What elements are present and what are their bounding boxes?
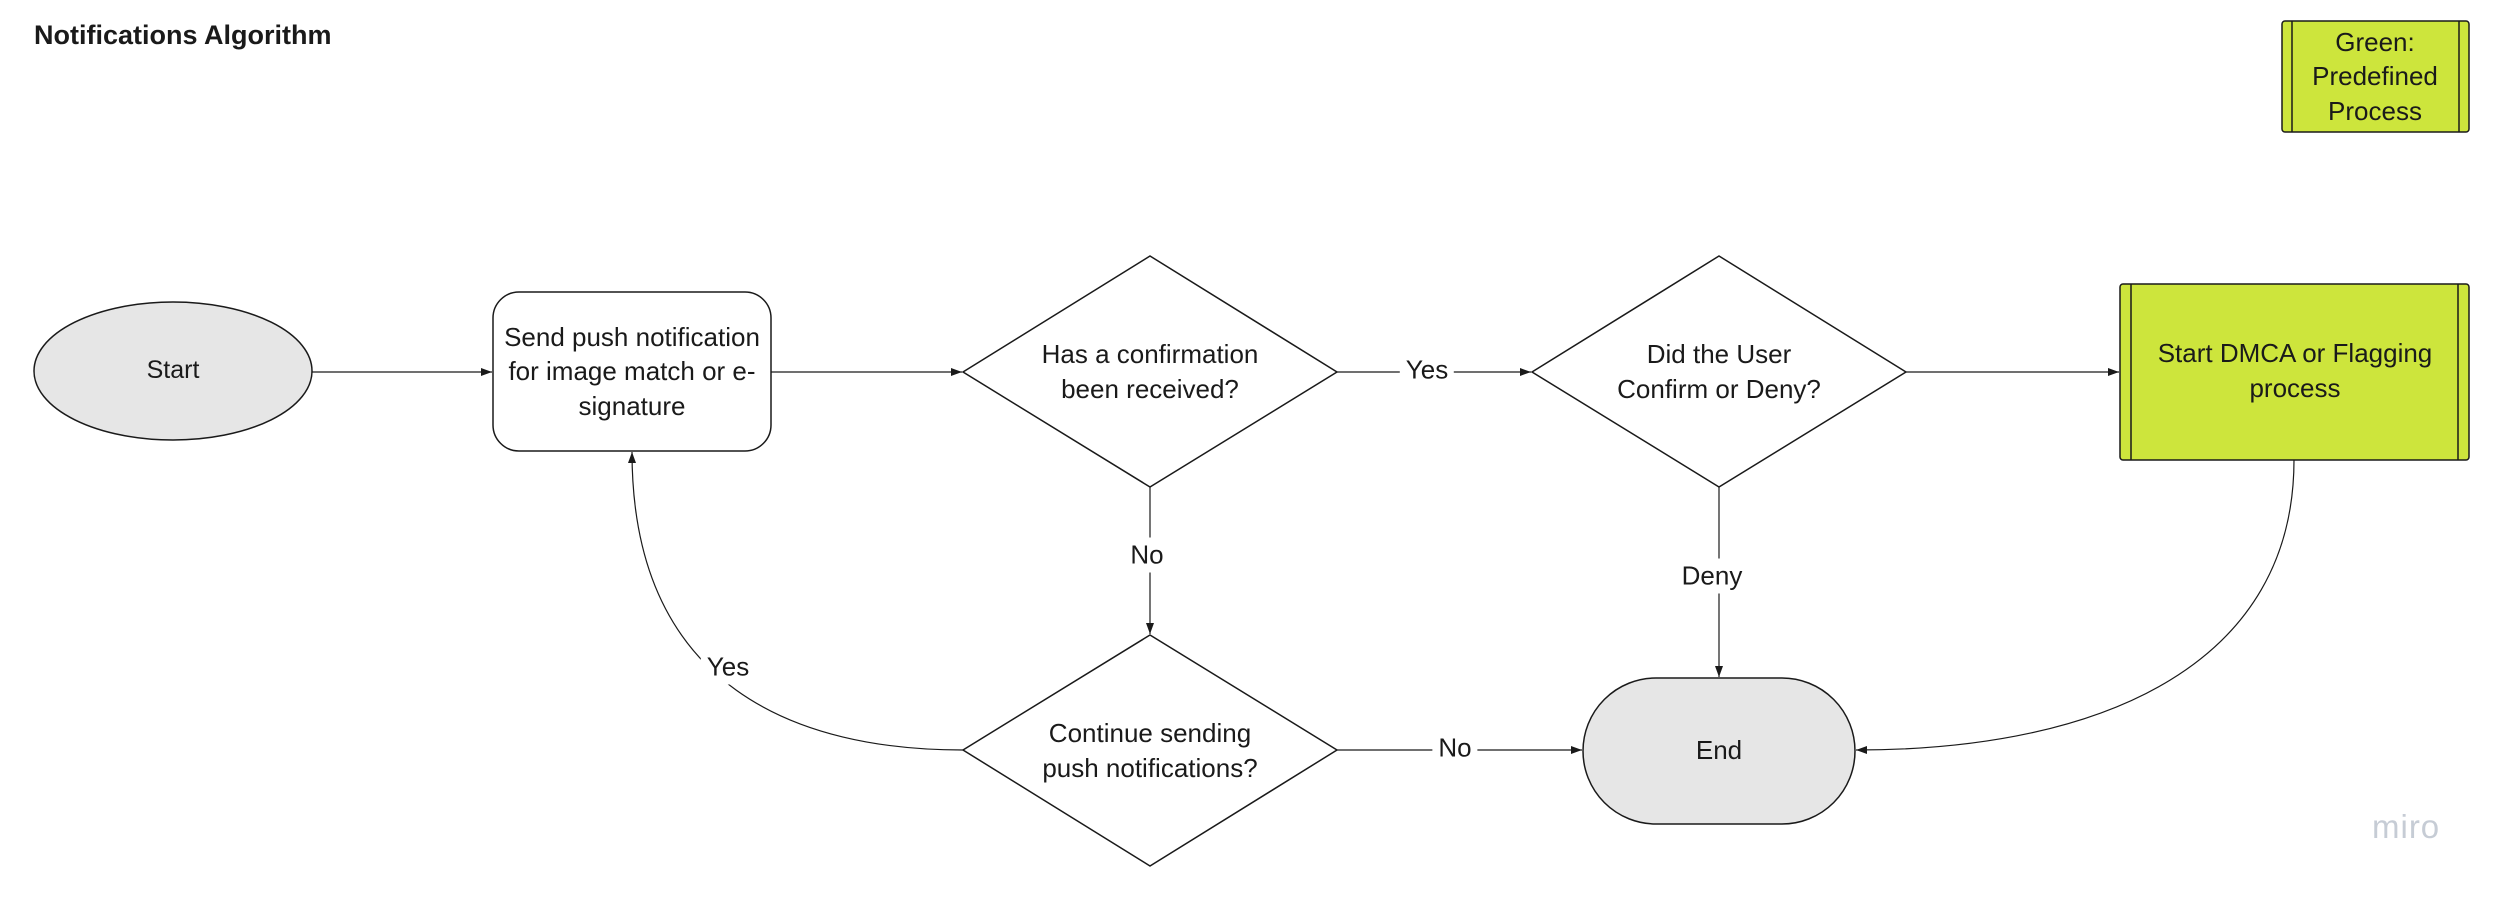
edge-label-continue-yes: Yes bbox=[700, 649, 756, 685]
user-confirm-label: Did the User Confirm or Deny? bbox=[1617, 339, 1821, 404]
edge-label-confirm-no: No bbox=[1124, 537, 1170, 573]
end-label: End bbox=[1695, 734, 1743, 765]
diagram-title: Notifications Algorithm bbox=[34, 20, 332, 50]
edge-continue-yes bbox=[628, 451, 964, 751]
edge-label-deny: Deny bbox=[1675, 558, 1749, 594]
miro-watermark: miro bbox=[2372, 808, 2441, 845]
edge-label-confirm-yes: Yes bbox=[1399, 352, 1455, 388]
start-label: Start bbox=[146, 356, 200, 385]
edge-label-continue-no: No bbox=[1432, 730, 1478, 766]
dmca-label: Start DMCA or Flagging process bbox=[2157, 338, 2433, 403]
end-terminal bbox=[1582, 677, 1856, 825]
legend-label: Green: Predefined Process bbox=[2312, 26, 2438, 126]
dmca-predefined-process bbox=[2119, 283, 2470, 461]
continue-sending-decision bbox=[961, 634, 1339, 867]
send-push-label: Send push notification for image match o… bbox=[504, 321, 760, 421]
legend-predefined-process bbox=[2281, 20, 2470, 133]
edge-dmca-to-end bbox=[1855, 459, 2295, 754]
continue-sending-label: Continue sending push notifications? bbox=[1042, 718, 1258, 783]
start-terminal bbox=[33, 301, 313, 441]
confirmation-label: Has a confirmation been received? bbox=[1041, 339, 1259, 404]
